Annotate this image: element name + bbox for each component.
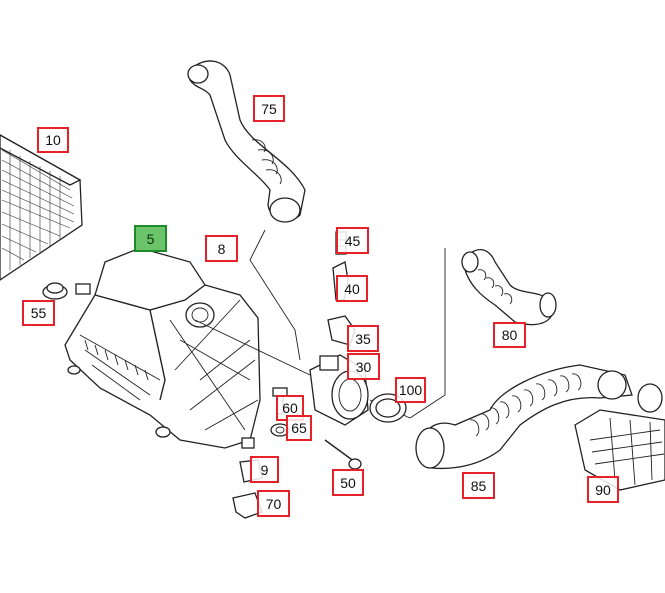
callout-65[interactable]: 65 xyxy=(286,415,312,441)
callout-30[interactable]: 30 xyxy=(347,353,380,380)
callout-9[interactable]: 9 xyxy=(250,456,279,483)
intake-module xyxy=(574,409,665,491)
callout-5[interactable]: 5 xyxy=(134,225,167,252)
grommet-part xyxy=(42,282,91,300)
air-filter-element xyxy=(0,134,83,281)
callout-45[interactable]: 45 xyxy=(336,227,369,254)
air-filter-housing xyxy=(64,247,261,449)
hose-80 xyxy=(461,249,557,326)
hose-75 xyxy=(187,60,306,223)
callout-75[interactable]: 75 xyxy=(253,95,285,122)
callout-8[interactable]: 8 xyxy=(205,235,238,262)
callout-40[interactable]: 40 xyxy=(336,275,368,302)
callout-55[interactable]: 55 xyxy=(22,300,55,326)
callout-80[interactable]: 80 xyxy=(493,322,526,348)
callout-90[interactable]: 90 xyxy=(587,476,619,503)
callout-50[interactable]: 50 xyxy=(332,469,364,496)
callout-10[interactable]: 10 xyxy=(37,127,69,153)
callout-85[interactable]: 85 xyxy=(462,472,495,499)
callout-70[interactable]: 70 xyxy=(257,490,290,517)
callout-100[interactable]: 100 xyxy=(395,377,426,403)
callout-35[interactable]: 35 xyxy=(347,325,379,352)
intake-hose-85 xyxy=(415,364,663,470)
